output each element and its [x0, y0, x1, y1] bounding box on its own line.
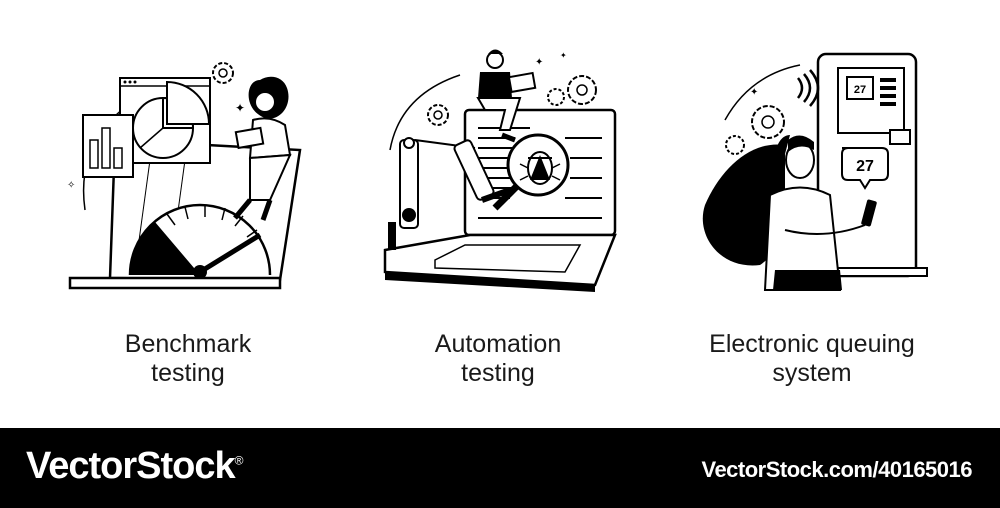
motion-arc: [389, 74, 461, 151]
hair: [702, 144, 785, 266]
gear-icon: [547, 88, 565, 106]
motion-arc: [724, 64, 801, 121]
needle-hub: [193, 265, 207, 279]
automation-testing-caption: Automation testing: [348, 330, 648, 388]
magnifier-handle: [492, 184, 519, 211]
laptop-base: [68, 276, 282, 290]
sparkle-icon: ✦: [750, 87, 758, 98]
laptop-icon: [507, 71, 537, 94]
benchmark-testing-caption: Benchmark testing: [38, 330, 338, 388]
speedometer-needle: [198, 232, 262, 275]
caption-line: testing: [461, 359, 535, 387]
face: [486, 51, 504, 69]
brand-name: VectorStock: [26, 445, 236, 487]
robot-joint: [402, 208, 416, 222]
speedometer-fill: [130, 222, 200, 275]
queuing-scene: 27 ✦ 27: [702, 52, 928, 291]
shoe: [501, 132, 516, 143]
sparkle-icon: ✦: [535, 57, 543, 68]
automation-testing-illustration: ✦ ✦: [370, 40, 630, 300]
footer-bar: VectorStock® VectorStock.com/40165016: [0, 428, 1000, 508]
stock-url[interactable]: VectorStock.com/40165016: [701, 457, 972, 482]
wifi-signal-icon: [796, 69, 820, 107]
queue-number: 27: [856, 158, 874, 175]
hair: [488, 49, 503, 54]
laptop-icon: [234, 126, 265, 150]
laptop-edge: [385, 272, 595, 292]
torso: [478, 72, 512, 98]
robot-gripper: [480, 187, 512, 203]
arm: [784, 224, 866, 235]
caption-line: Benchmark: [124, 330, 252, 358]
electronic-queuing-illustration: 27 ✦ 27: [690, 40, 950, 300]
brand-logo: VectorStock®: [26, 445, 243, 488]
shoe: [233, 198, 252, 220]
face: [254, 91, 276, 113]
pie-slice: [166, 80, 211, 125]
speech-bubble: [841, 147, 889, 190]
phone-icon: [861, 199, 877, 227]
kiosk-number: 27: [854, 84, 866, 96]
robot-arm-base: [388, 222, 396, 250]
sparkle-icon: ✦: [560, 51, 567, 60]
gear-icon: [725, 135, 745, 155]
registered-mark: ®: [234, 453, 244, 468]
bug-body: [530, 155, 550, 180]
caption-line: system: [772, 359, 852, 387]
automation-scene: ✦ ✦: [383, 49, 617, 292]
benchmark-testing-illustration: ✦ ✧: [55, 40, 325, 300]
electronic-queuing-caption: Electronic queuing system: [662, 330, 962, 388]
caption-line: testing: [151, 359, 225, 387]
caption-line: Electronic queuing: [709, 330, 915, 358]
ticket-slot: [889, 129, 911, 145]
caption-line: Automation: [434, 330, 562, 358]
torso: [763, 186, 842, 291]
shoe: [260, 199, 273, 221]
fringe: [788, 135, 814, 152]
touchpad: [434, 244, 582, 273]
legs: [476, 97, 522, 131]
sparkle-icon: ✧: [67, 180, 75, 191]
kiosk-number-box: [846, 76, 874, 100]
benchmark-scene: ✦ ✧: [67, 62, 302, 290]
kiosk-buttons: [880, 78, 896, 106]
speedometer-ticks: [166, 205, 258, 238]
skirt: [773, 270, 842, 290]
sparkle-icon: ✦: [235, 101, 245, 115]
